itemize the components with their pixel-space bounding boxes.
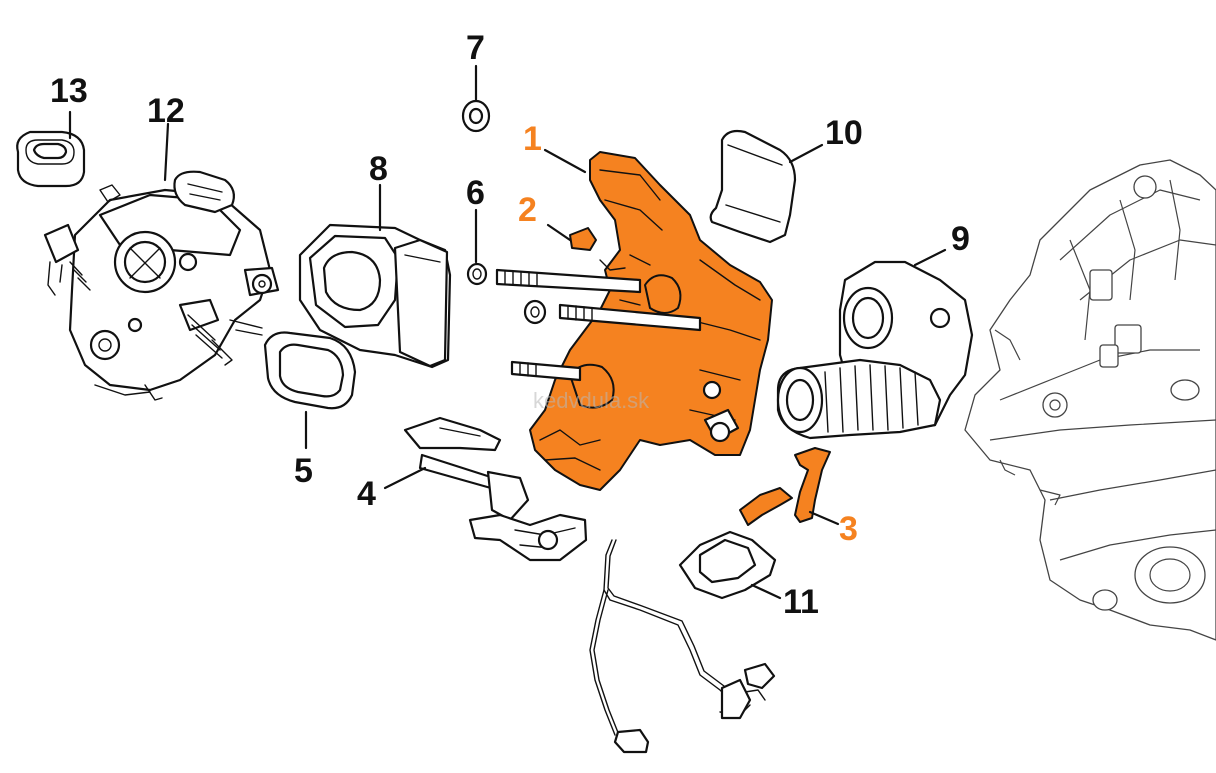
watermark: kedvdula.sk bbox=[533, 388, 650, 413]
callout-10: 10 bbox=[825, 114, 863, 152]
callout-9: 9 bbox=[951, 220, 970, 258]
part-2-clip bbox=[569, 227, 597, 251]
part-8-flange bbox=[298, 223, 452, 369]
callout-12: 12 bbox=[147, 92, 185, 130]
part-10-boot bbox=[709, 129, 797, 244]
leader-lines bbox=[68, 64, 947, 600]
callout-labels: 1 2 3 4 5 6 7 8 9 10 11 12 13 bbox=[50, 29, 970, 621]
mounting-studs bbox=[495, 268, 702, 382]
small-washer bbox=[523, 299, 547, 325]
callout-8: 8 bbox=[369, 150, 388, 188]
part-3-cable-guide bbox=[739, 447, 831, 526]
callout-13: 13 bbox=[50, 72, 88, 110]
part-13-grommet bbox=[16, 130, 86, 188]
part-11-screen bbox=[678, 530, 777, 600]
wire-harness bbox=[589, 539, 776, 754]
part-7-washer bbox=[461, 99, 491, 133]
callout-3: 3 bbox=[839, 510, 858, 548]
callout-11: 11 bbox=[783, 583, 819, 621]
callout-1: 1 bbox=[523, 120, 542, 158]
crankcase-housing bbox=[964, 159, 1216, 641]
callout-4: 4 bbox=[357, 475, 376, 513]
part-12-carburetor bbox=[43, 170, 280, 401]
part-4-choke-lever bbox=[403, 416, 588, 562]
callout-6: 6 bbox=[466, 174, 485, 212]
part-5-gasket bbox=[263, 331, 357, 410]
part-9-intake-elbow bbox=[776, 260, 974, 440]
callout-5: 5 bbox=[294, 452, 313, 490]
part-6-o-ring bbox=[466, 262, 488, 286]
callout-7: 7 bbox=[466, 29, 485, 67]
callout-2: 2 bbox=[518, 191, 537, 229]
